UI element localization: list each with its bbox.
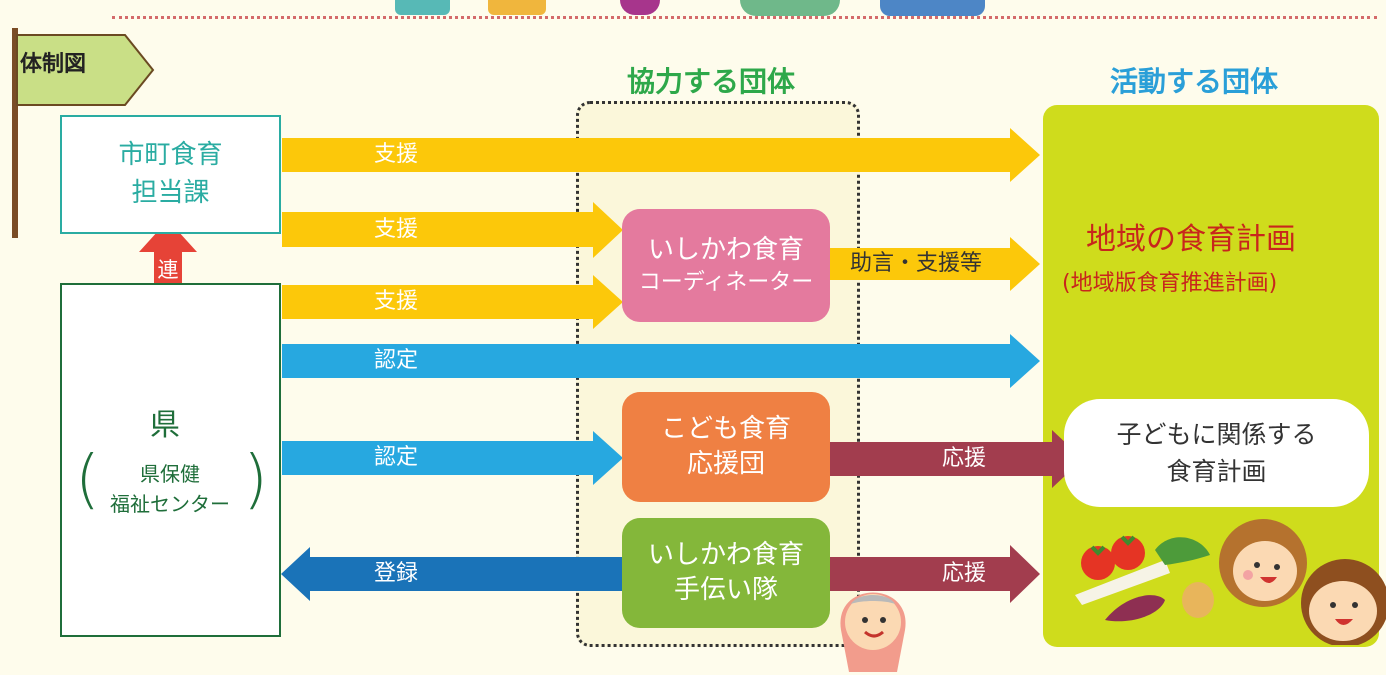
cheer-label-2: 応援 [942, 561, 987, 586]
flag-label: 体制図 [20, 52, 87, 77]
coordinator-box: いしかわ食育 コーディネーター [622, 209, 830, 322]
kids-plan-box: 子どもに関係する 食育計画 [1064, 399, 1369, 507]
flag-shape [16, 34, 155, 106]
support-arrow-1 [282, 128, 1040, 182]
top-dotted-line [112, 16, 1377, 19]
top-illustration-4 [740, 0, 840, 16]
boy-illustration [1301, 559, 1386, 645]
flag-pole [12, 28, 18, 238]
certify-arrow-1 [282, 334, 1040, 388]
vegetables-illustration [1075, 535, 1214, 622]
city-dept-box: 市町食育 担当課 [60, 115, 281, 234]
local-plan-title: 地域の食育計画 [1086, 222, 1296, 257]
coordinator-line2: コーディネーター [638, 270, 814, 296]
certify-label-2: 認定 [374, 445, 419, 470]
top-illustration-2 [488, 0, 546, 15]
helpers-box: いしかわ食育 手伝い隊 [622, 518, 830, 628]
kids-support-line1: こども食育 [660, 413, 791, 444]
register-arrow [281, 547, 622, 601]
coordinator-line1: いしかわ食育 [647, 235, 804, 266]
cheer-label-1: 応援 [942, 446, 987, 471]
pref-sub-paren-right: ) [243, 443, 268, 517]
kids-support-box: こども食育 応援団 [622, 392, 830, 502]
helpers-line2: 手伝い隊 [673, 575, 778, 605]
support-label-3: 支援 [374, 289, 419, 314]
certify-arrow-2 [282, 431, 623, 485]
top-illustration-3 [620, 0, 660, 15]
city-dept-line2: 担当課 [131, 177, 210, 208]
support-arrow-3 [282, 275, 623, 329]
girl-illustration [1219, 519, 1307, 607]
pref-sub-paren-left: ( [75, 443, 100, 517]
advice-label: 助言・支援等 [850, 251, 983, 276]
header-cooperating: 協力する団体 [627, 65, 796, 98]
prefecture-box [60, 283, 281, 637]
top-illustration-1 [395, 0, 450, 15]
register-label: 登録 [374, 561, 419, 586]
cheer-arrow-1 [830, 430, 1083, 488]
prefecture-title: 県 [150, 408, 180, 443]
city-dept-line1: 市町食育 [118, 139, 223, 170]
prefecture-subtitle: 県保健 福祉センター [110, 462, 230, 516]
support-label-2: 支援 [374, 217, 419, 242]
advice-arrow [830, 237, 1040, 291]
kids-support-line2: 応援団 [686, 449, 765, 479]
cheer-arrow-2 [830, 545, 1040, 603]
support-arrow-2 [282, 202, 623, 258]
header-active: 活動する団体 [1110, 65, 1279, 98]
grandmother-illustration [840, 592, 906, 672]
kids-plan-line2: 食育計画 [1166, 457, 1267, 486]
helpers-line1: いしかわ食育 [647, 539, 804, 570]
local-plan-subtitle: (地域版食育推進計画) [1062, 271, 1278, 296]
support-label-1: 支援 [374, 142, 419, 167]
kids-plan-line1: 子どもに関係する [1116, 419, 1317, 449]
certify-label-1: 認定 [374, 348, 419, 373]
top-illustration-5 [880, 0, 985, 16]
